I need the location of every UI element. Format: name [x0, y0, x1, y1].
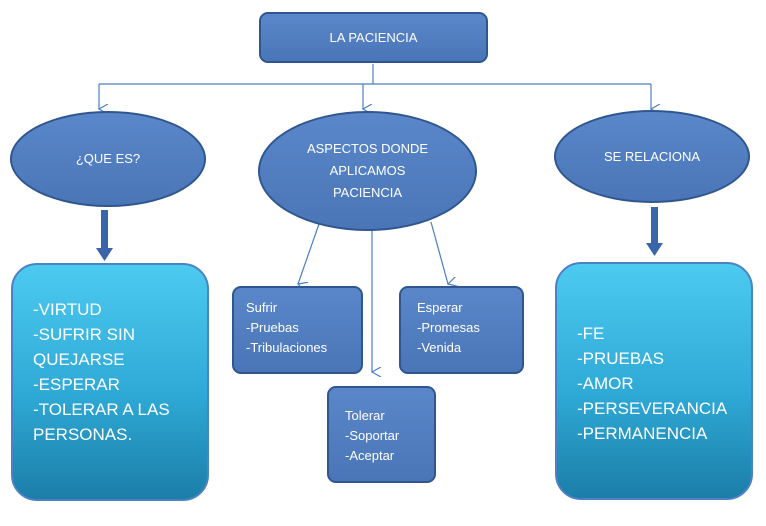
tolerar-line-2: -Soportar	[345, 428, 400, 443]
relaciona-line-3: -AMOR	[577, 374, 634, 393]
aspectos-line-3: PACIENCIA	[332, 185, 403, 200]
que-es-box: -VIRTUD -SUFRIR SIN QUEJARSE -ESPERAR -T…	[11, 263, 209, 501]
que-es-line-6: PERSONAS.	[33, 425, 133, 444]
root-label: LA PACIENCIA	[329, 30, 418, 45]
thick-arrow-right-head	[646, 243, 663, 256]
que-es-line-4: -ESPERAR	[33, 375, 120, 394]
thick-arrow-right-shaft	[651, 207, 658, 245]
aspectos-line-2: APLICAMOS	[329, 163, 406, 178]
relaciona-box: -FE -PRUEBAS -AMOR -PERSEVERANCIA -PERMA…	[555, 262, 753, 500]
que-es-line-1: -VIRTUD	[33, 300, 102, 319]
que-es-line-2: -SUFRIR SIN	[33, 325, 135, 344]
tolerar-line-1: Tolerar	[345, 408, 385, 423]
tolerar-box: Tolerar -Soportar -Aceptar	[327, 386, 436, 483]
relaciona-line-1: -FE	[577, 324, 605, 343]
relaciona-line-2: -PRUEBAS	[577, 349, 664, 368]
relaciona-label: SE RELACIONA	[603, 148, 701, 164]
thick-arrow-left-head	[96, 248, 113, 261]
que-es-label: ¿QUE ES?	[75, 151, 141, 166]
sufrir-line-3: -Tribulaciones	[246, 340, 328, 355]
sufrir-box: Sufrir -Pruebas -Tribulaciones	[232, 286, 363, 374]
sufrir-line-2: -Pruebas	[246, 320, 299, 335]
relaciona-line-4: -PERSEVERANCIA	[577, 399, 728, 418]
arrow-to-esperar	[430, 221, 448, 284]
aspectos-node: ASPECTOS DONDE APLICAMOS PACIENCIA	[258, 111, 477, 231]
esperar-line-3: -Venida	[417, 340, 462, 355]
tolerar-line-3: -Aceptar	[345, 448, 395, 463]
esperar-line-1: Esperar	[417, 300, 463, 315]
esperar-box: Esperar -Promesas -Venida	[399, 286, 524, 374]
esperar-line-2: -Promesas	[417, 320, 480, 335]
relaciona-line-5: -PERMANENCIA	[577, 424, 708, 443]
sufrir-line-1: Sufrir	[246, 300, 278, 315]
thick-arrow-left-shaft	[101, 210, 108, 250]
aspectos-line-1: ASPECTOS DONDE	[306, 141, 429, 156]
root-node: LA PACIENCIA	[259, 12, 488, 63]
arrow-to-sufrir	[298, 223, 320, 284]
que-es-node: ¿QUE ES?	[10, 111, 206, 207]
relaciona-node: SE RELACIONA	[554, 110, 750, 203]
que-es-line-3: QUEJARSE	[33, 350, 125, 369]
que-es-line-5: -TOLERAR A LAS	[33, 400, 170, 419]
